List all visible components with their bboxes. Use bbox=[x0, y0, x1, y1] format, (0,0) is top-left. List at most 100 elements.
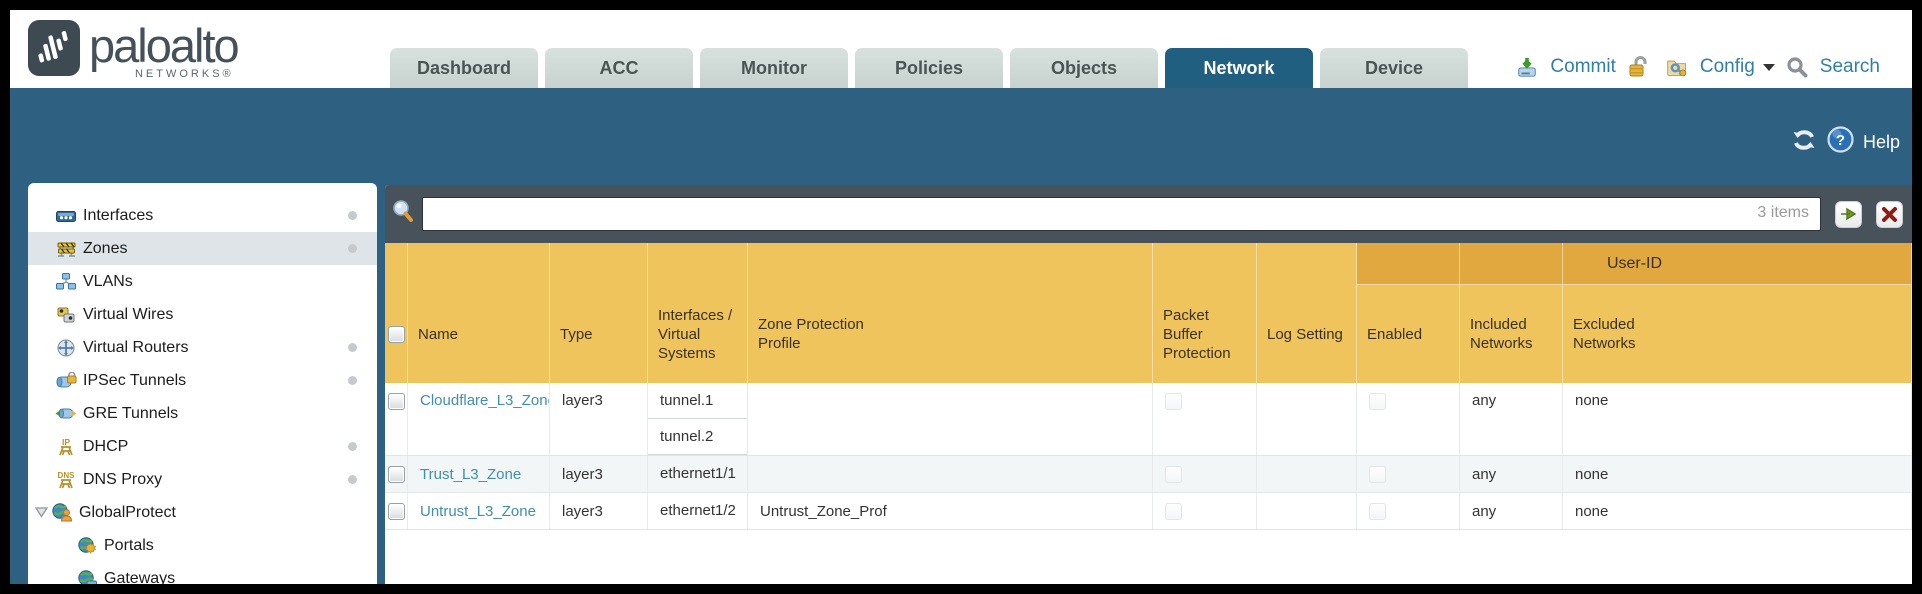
ipsec-tunnels-icon bbox=[55, 372, 77, 390]
packet-buffer-protection-checkbox[interactable] bbox=[1165, 393, 1182, 410]
column-header-name[interactable]: Name bbox=[408, 243, 550, 383]
column-header-enabled[interactable]: Enabled bbox=[1357, 243, 1460, 383]
zone-name-link[interactable]: Trust_L3_Zone bbox=[420, 465, 522, 483]
sidebar-item-dns-proxy[interactable]: DNS DNS Proxy bbox=[28, 463, 377, 496]
included-networks: any bbox=[1472, 502, 1497, 520]
sidebar-item-dhcp[interactable]: IP DHCP bbox=[28, 430, 377, 463]
collapse-triangle-icon[interactable] bbox=[32, 504, 50, 522]
interfaces-cell: ethernet1/1 bbox=[648, 456, 748, 492]
vlans-icon bbox=[55, 273, 77, 291]
zone-type: layer3 bbox=[562, 465, 603, 483]
zones-panel: 3 items User-ID Name Type bbox=[385, 185, 1912, 584]
app-window: paloalto NETWORKS® Dashboard ACC Monitor… bbox=[10, 10, 1912, 584]
red-x-icon bbox=[1882, 206, 1897, 222]
sidebar-item-zones[interactable]: Zones bbox=[28, 232, 377, 265]
interface-item: tunnel.1 bbox=[648, 383, 747, 419]
config-icon bbox=[1666, 58, 1688, 77]
sidebar-item-interfaces[interactable]: Interfaces bbox=[28, 199, 377, 232]
tab-network[interactable]: Network bbox=[1165, 48, 1313, 88]
column-header-zone-protection-profile[interactable]: Zone Protection Profile bbox=[748, 243, 1153, 383]
chevron-down-icon bbox=[1762, 63, 1775, 71]
network-sidebar: Interfaces Zones bbox=[28, 183, 377, 584]
user-id-enabled-checkbox[interactable] bbox=[1369, 502, 1386, 520]
sidebar-item-vlans[interactable]: VLANs bbox=[28, 265, 377, 298]
interfaces-cell: tunnel.1 tunnel.2 bbox=[648, 383, 748, 455]
zone-type: layer3 bbox=[562, 392, 603, 409]
sidebar-item-virtual-routers[interactable]: Virtual Routers bbox=[28, 331, 377, 364]
table-row: Trust_L3_Zone layer3 ethernet1/1 any non… bbox=[385, 456, 1912, 493]
column-header-excluded-networks[interactable]: Excluded Networks bbox=[1563, 243, 1912, 383]
search-icon bbox=[1786, 57, 1808, 78]
commit-label: Commit bbox=[1550, 56, 1616, 77]
column-header-included-networks[interactable]: Included Networks bbox=[1460, 243, 1563, 383]
tab-policies[interactable]: Policies bbox=[855, 48, 1003, 88]
sidebar-item-label: DNS Proxy bbox=[83, 470, 163, 488]
paloalto-logo: paloalto NETWORKS® bbox=[28, 19, 240, 80]
config-menu[interactable]: Config bbox=[1666, 56, 1775, 78]
column-header-interfaces[interactable]: Interfaces / Virtual Systems bbox=[648, 243, 748, 383]
row-checkbox[interactable] bbox=[387, 393, 405, 410]
help-icon[interactable]: ? bbox=[1827, 126, 1854, 158]
gre-tunnels-icon bbox=[55, 405, 77, 423]
packet-buffer-protection-checkbox[interactable] bbox=[1165, 465, 1182, 483]
utility-bar: ? Help bbox=[10, 88, 1912, 185]
column-header-packet-buffer-protection[interactable]: Packet Buffer Protection bbox=[1153, 243, 1257, 383]
svg-text:?: ? bbox=[1836, 132, 1845, 149]
dns-proxy-icon: DNS bbox=[55, 471, 77, 489]
sidebar-item-label: IPSec Tunnels bbox=[83, 371, 187, 389]
search-label: Search bbox=[1819, 56, 1880, 77]
refresh-icon[interactable] bbox=[1790, 127, 1818, 158]
zone-name-link[interactable]: Cloudflare_L3_Zone bbox=[420, 392, 550, 409]
filter-toolbar: 3 items bbox=[385, 185, 1912, 243]
zone-name-link[interactable]: Untrust_L3_Zone bbox=[420, 502, 536, 520]
lock-button[interactable] bbox=[1627, 56, 1655, 77]
interface-item: ethernet1/1 bbox=[660, 465, 736, 482]
tab-dashboard[interactable]: Dashboard bbox=[390, 48, 538, 88]
items-count: 3 items bbox=[1757, 204, 1809, 221]
filter-input[interactable] bbox=[422, 197, 1821, 231]
sidebar-item-globalprotect[interactable]: GlobalProtect bbox=[28, 496, 377, 529]
tab-monitor[interactable]: Monitor bbox=[700, 48, 848, 88]
header-actions: Commit bbox=[1516, 50, 1880, 84]
sidebar-item-virtual-wires[interactable]: Virtual Wires bbox=[28, 298, 377, 331]
sidebar-item-label: Virtual Routers bbox=[83, 338, 189, 356]
paloalto-logo-icon bbox=[28, 20, 80, 76]
tab-acc[interactable]: ACC bbox=[545, 48, 693, 88]
status-dot bbox=[348, 244, 357, 253]
brand-name: paloalto bbox=[89, 19, 240, 72]
tab-device[interactable]: Device bbox=[1320, 48, 1468, 88]
zone-protection-profile: Untrust_Zone_Prof bbox=[760, 502, 887, 520]
commit-button[interactable]: Commit bbox=[1516, 56, 1616, 78]
row-checkbox[interactable] bbox=[387, 465, 405, 483]
interfaces-icon bbox=[55, 207, 77, 225]
sidebar-item-label: Zones bbox=[83, 239, 128, 257]
svg-text:DNS: DNS bbox=[58, 471, 76, 480]
global-search-button[interactable]: Search bbox=[1786, 56, 1880, 78]
sidebar-item-gre-tunnels[interactable]: GRE Tunnels bbox=[28, 397, 377, 430]
status-dot bbox=[348, 376, 357, 385]
green-arrow-icon bbox=[1841, 207, 1857, 221]
commit-icon bbox=[1516, 57, 1538, 77]
user-id-enabled-checkbox[interactable] bbox=[1369, 393, 1386, 410]
column-header-type[interactable]: Type bbox=[550, 243, 648, 383]
table-row: Cloudflare_L3_Zone layer3 tunnel.1 tunne… bbox=[385, 383, 1912, 456]
tab-objects[interactable]: Objects bbox=[1010, 48, 1158, 88]
select-all-checkbox[interactable] bbox=[387, 325, 405, 343]
sidebar-item-label: Interfaces bbox=[83, 206, 154, 224]
sidebar-item-label: DHCP bbox=[83, 437, 129, 455]
sidebar-item-portals[interactable]: Portals bbox=[28, 529, 377, 562]
dhcp-icon: IP bbox=[55, 437, 77, 456]
sidebar-item-gateways[interactable]: Gateways bbox=[28, 562, 377, 584]
gateways-icon bbox=[76, 569, 98, 584]
zones-icon bbox=[55, 240, 77, 258]
sidebar-item-ipsec-tunnels[interactable]: IPSec Tunnels bbox=[28, 364, 377, 397]
clear-filter-button[interactable] bbox=[1876, 200, 1903, 228]
column-header-log-setting[interactable]: Log Setting bbox=[1257, 243, 1357, 383]
packet-buffer-protection-checkbox[interactable] bbox=[1165, 502, 1182, 520]
row-checkbox[interactable] bbox=[387, 502, 405, 520]
user-id-enabled-checkbox[interactable] bbox=[1369, 465, 1386, 483]
help-label[interactable]: Help bbox=[1862, 131, 1900, 152]
status-dot bbox=[348, 475, 357, 484]
sidebar-item-label: Portals bbox=[104, 536, 154, 554]
apply-filter-button[interactable] bbox=[1835, 200, 1862, 228]
